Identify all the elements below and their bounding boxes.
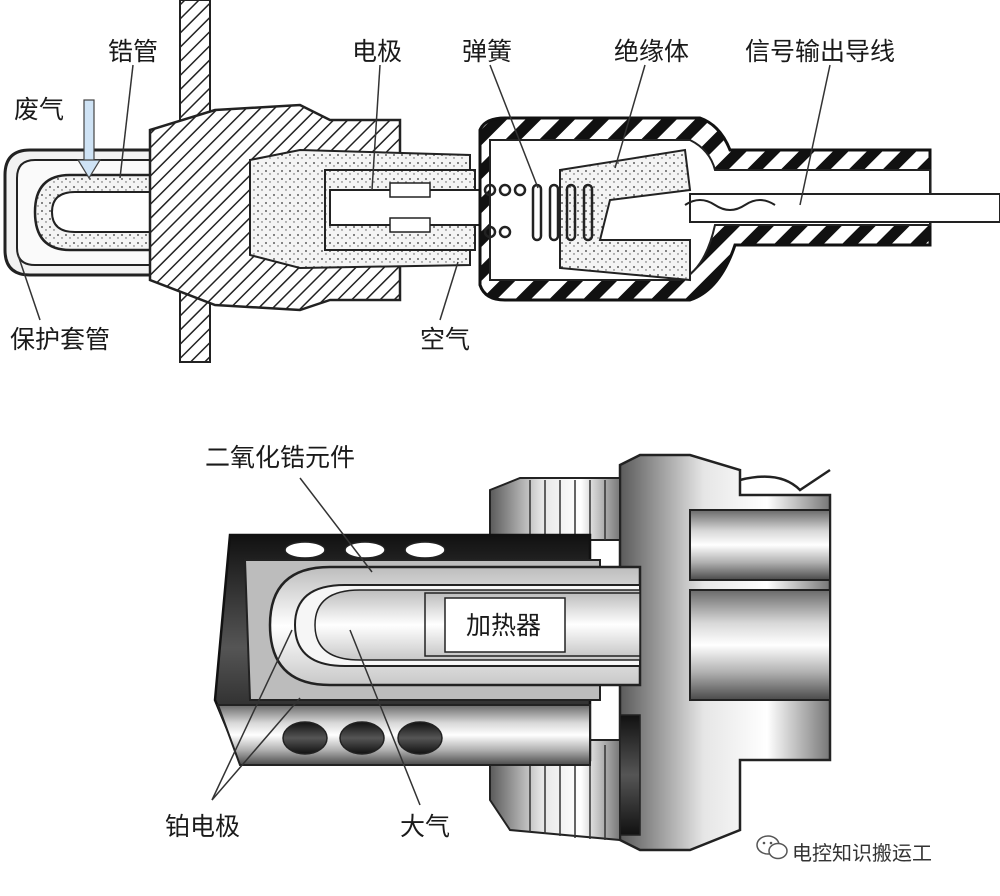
insulator-rear <box>559 148 692 282</box>
signal-wire <box>689 193 1000 223</box>
label-insulator: 绝缘体 <box>614 37 689 66</box>
watermark-text: 电控知识搬运工 <box>792 841 932 865</box>
label-atmosphere: 大气 <box>400 812 450 841</box>
label-exhaust: 废气 <box>14 95 64 124</box>
thread-upper <box>489 477 621 541</box>
top-sensor-drawing <box>3 0 1000 363</box>
wechat-icon <box>756 835 788 860</box>
bottom-sensor-drawing <box>213 453 832 852</box>
label-protective-sleeve: 保护套管 <box>10 325 110 354</box>
label-pt-electrode: 铂电极 <box>165 812 240 841</box>
label-signal-wire: 信号输出导线 <box>745 37 895 66</box>
top-leader-lines <box>17 64 831 321</box>
label-electrode: 电极 <box>352 37 402 66</box>
watermark: 电控知识搬运工 <box>756 835 932 865</box>
label-spring: 弹簧 <box>462 37 512 66</box>
label-air: 空气 <box>420 325 470 354</box>
label-zro2-element: 二氧化锆元件 <box>205 443 355 472</box>
label-heater: 加热器 <box>466 611 541 640</box>
exhaust-arrow <box>76 99 102 180</box>
heater-label-box <box>444 597 566 653</box>
spring <box>483 183 594 242</box>
bottom-leader-lines <box>211 477 421 806</box>
label-zr-tube: 锆管 <box>108 37 158 66</box>
